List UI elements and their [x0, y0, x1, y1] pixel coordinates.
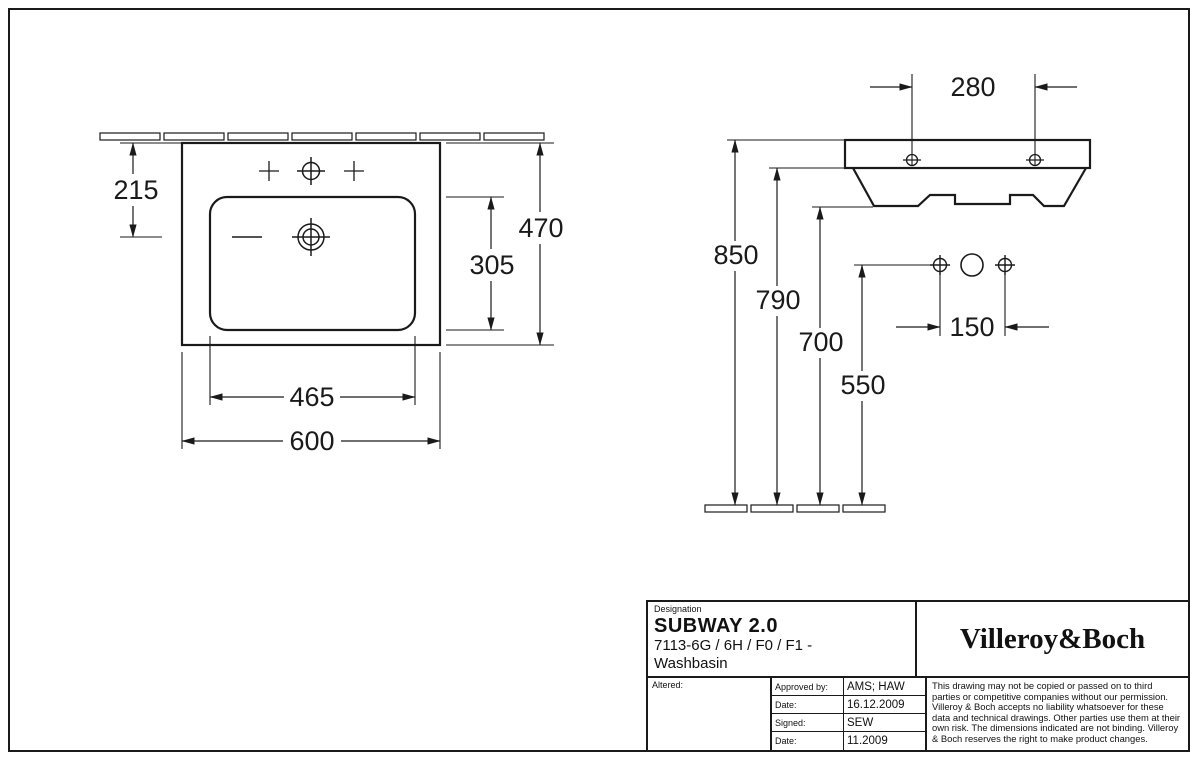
side-view: 280 150 850 790 700 550: [704, 72, 1092, 513]
floor-hatch: [704, 504, 886, 513]
approved-date-label: Date:: [772, 696, 844, 714]
dimension-470-value: 470: [518, 213, 563, 243]
dimension-790-value: 790: [755, 285, 800, 315]
faucet-hole-center-icon: [297, 157, 325, 185]
legal-disclaimer: This drawing may not be copied or passed…: [932, 680, 1181, 744]
title-block-bottom-row: Altered: Approved by: AMS; HAW Date: 16.…: [648, 678, 1188, 750]
brand-logo: Villeroy&Boch: [959, 622, 1146, 655]
faucet-hole-left-icon: [259, 161, 279, 181]
basin-underside-profile: [852, 167, 1087, 208]
altered-cell: Altered:: [648, 678, 772, 750]
signed-date-label: Date:: [772, 732, 844, 750]
wall-hatch: [99, 132, 545, 141]
dimension-150-value: 150: [949, 312, 994, 342]
dimension-305-value: 305: [469, 250, 514, 280]
drain-icon: [232, 218, 330, 256]
dimension-600-value: 600: [289, 426, 334, 456]
dimension-550-value: 550: [840, 370, 885, 400]
designation-label: Designation: [654, 604, 702, 614]
approval-table: Approved by: AMS; HAW Date: 16.12.2009 S…: [772, 678, 927, 750]
basin-slab-profile: [843, 138, 1092, 170]
signed-label: Signed:: [772, 714, 844, 732]
dimension-700-value: 700: [798, 327, 843, 357]
signed-date-value: 11.2009: [847, 735, 888, 747]
signed-value: SEW: [844, 714, 925, 732]
side-view-dimension-lines: [731, 83, 1077, 506]
mounting-hole-right-icon: [995, 255, 1015, 275]
approved-by-value: AMS; HAW: [844, 678, 925, 696]
basin-inner-bowl: [208, 195, 417, 332]
dimension-280-value: 280: [950, 72, 995, 102]
mounting-hole-left-icon: [930, 255, 950, 275]
dimension-215-value: 215: [113, 175, 158, 205]
dimension-465-value: 465: [289, 382, 334, 412]
dimension-850-value: 850: [713, 240, 758, 270]
approved-date-value: 16.12.2009: [844, 696, 925, 714]
designation-cell: Designation SUBWAY 2.0 7113-6G / 6H / F0…: [648, 602, 917, 676]
drain-outlet-icon: [960, 253, 984, 277]
product-series: SUBWAY 2.0: [654, 615, 778, 637]
top-view-dimension-lines: [129, 142, 544, 445]
title-block: Designation SUBWAY 2.0 7113-6G / 6H / F0…: [646, 600, 1190, 752]
approved-by-label: Approved by:: [772, 678, 844, 696]
top-view-extension-lines: [120, 142, 554, 449]
model-numbers: 7113-6G / 6H / F0 / F1 -: [654, 637, 813, 654]
top-view: 215 470 305 465 600: [99, 132, 564, 456]
product-type: Washbasin: [654, 655, 728, 672]
faucet-hole-right-icon: [344, 161, 364, 181]
title-block-top-row: Designation SUBWAY 2.0 7113-6G / 6H / F0…: [648, 602, 1188, 678]
